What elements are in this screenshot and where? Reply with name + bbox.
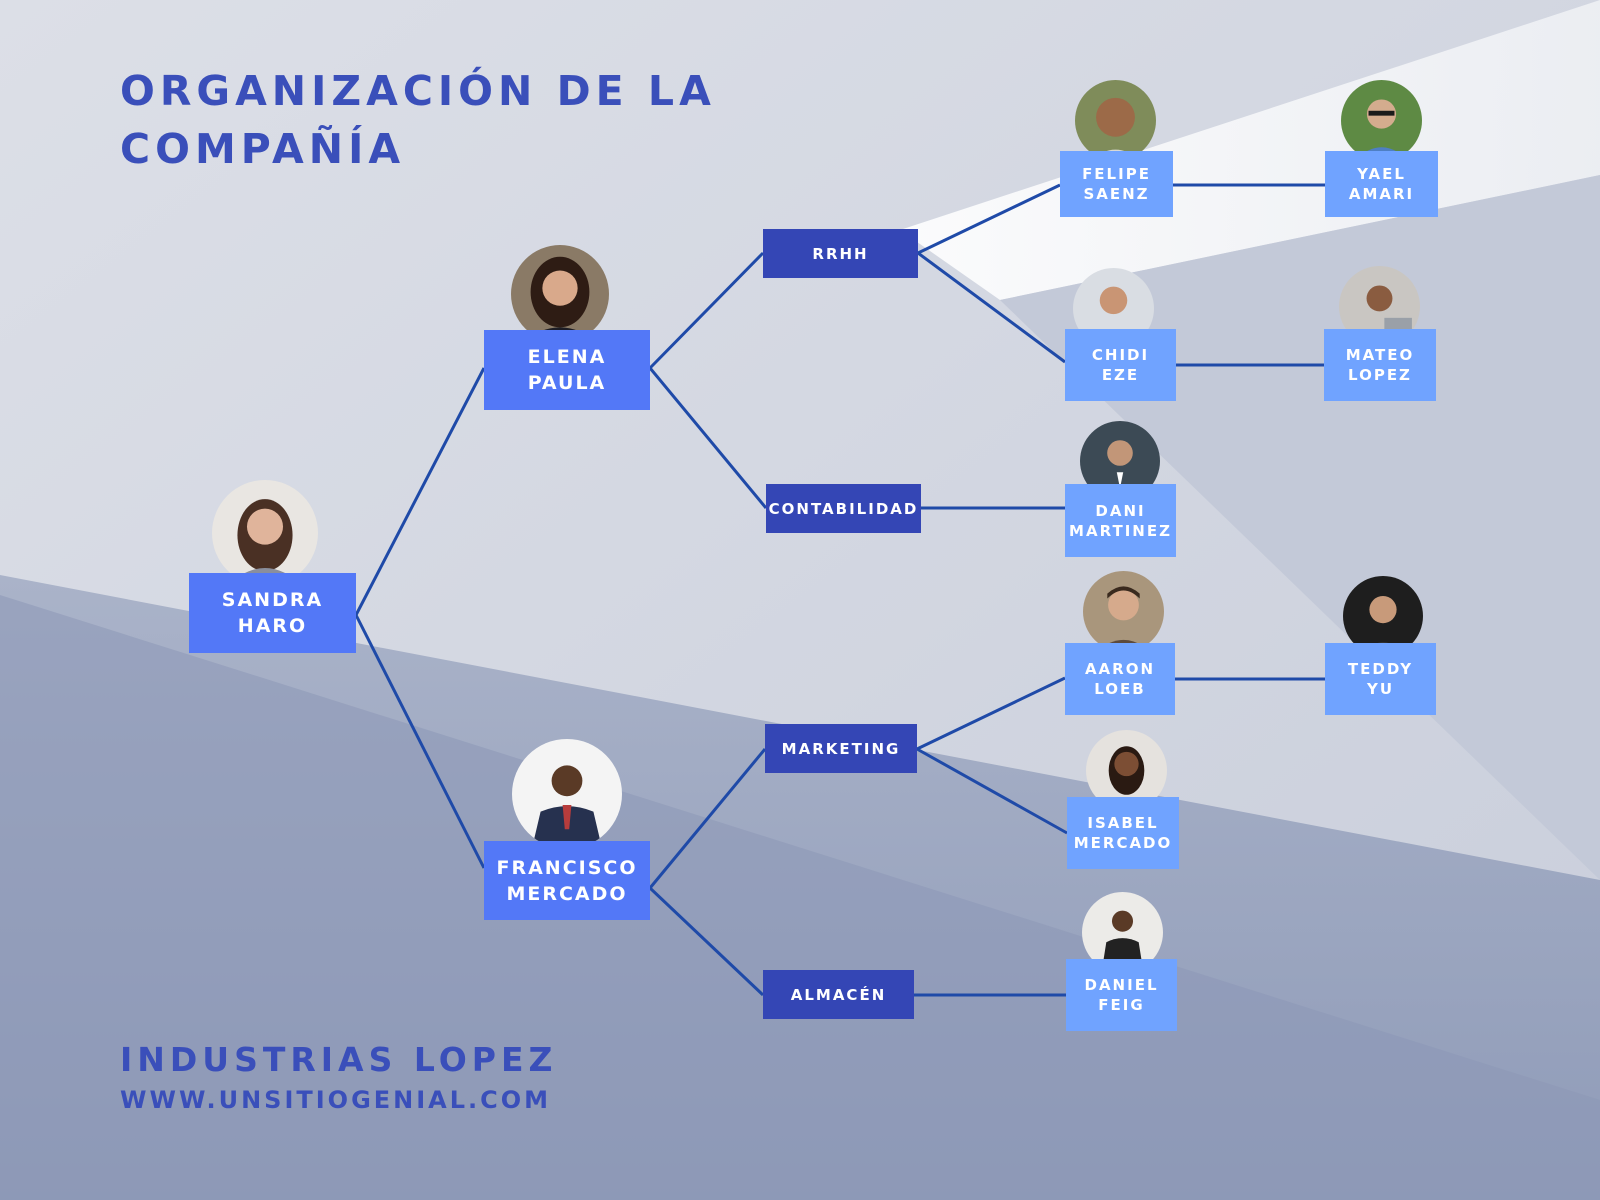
- last-name: SAENZ: [1083, 185, 1150, 203]
- link-sandra-francisco: [354, 614, 486, 869]
- link-francisco-marketing: [648, 748, 767, 889]
- last-name: HARO: [237, 615, 308, 637]
- first-name: DANI: [1095, 501, 1146, 520]
- last-name: EZE: [1101, 366, 1140, 384]
- first-name: YAEL: [1357, 165, 1406, 183]
- node-felipe-saenz[interactable]: FELIPE SAENZ: [1060, 151, 1173, 217]
- dept-marketing[interactable]: MARKETING: [765, 724, 917, 773]
- node-isabel-mercado[interactable]: ISABEL MERCADO: [1067, 797, 1179, 869]
- link-marketing-aaron: [916, 676, 1066, 751]
- first-name: SANDRA: [221, 589, 324, 611]
- avatar-francisco-mercado: [512, 739, 622, 849]
- link-marketing-isabel: [916, 747, 1068, 835]
- first-name: MATEO: [1345, 346, 1415, 364]
- node-elena-paula[interactable]: ELENA PAULA: [484, 330, 650, 410]
- first-name: AARON: [1084, 660, 1156, 678]
- link-francisco-almacen: [648, 886, 765, 997]
- link-sandra-elena: [354, 367, 486, 616]
- node-dani-martinez[interactable]: DANI MARTINEZ: [1065, 484, 1176, 557]
- dept-rrhh[interactable]: RRHH: [763, 229, 918, 278]
- last-name: MERCADO: [1073, 834, 1173, 852]
- dept-contabilidad[interactable]: CONTABILIDAD: [766, 484, 921, 533]
- website-link[interactable]: WWW.UNSITIOGENIAL.COM: [120, 1086, 552, 1114]
- page-title: ORGANIZACIÓN DE LA COMPAÑÍA: [120, 62, 716, 178]
- last-name: LOEB: [1094, 680, 1146, 698]
- first-name: ELENA: [527, 346, 607, 368]
- node-mateo-lopez[interactable]: MATEO LOPEZ: [1324, 329, 1436, 401]
- link-elena-rrhh: [648, 251, 765, 370]
- node-aaron-loeb[interactable]: AARON LOEB: [1065, 643, 1175, 715]
- company-name: INDUSTRIAS LOPEZ: [120, 1040, 558, 1079]
- node-yael-amari[interactable]: YAEL AMARI: [1325, 151, 1438, 217]
- node-chidi-eze[interactable]: CHIDI EZE: [1065, 329, 1176, 401]
- avatar-sandra-haro: [212, 480, 318, 586]
- last-name: YU: [1366, 680, 1395, 698]
- avatar-felipe-saenz: [1075, 80, 1156, 161]
- first-name: TEDDY: [1347, 660, 1414, 678]
- first-name: DANIEL: [1084, 976, 1159, 994]
- dept-almacen[interactable]: ALMACÉN: [763, 970, 914, 1019]
- avatar-elena-paula: [511, 245, 609, 343]
- first-name: FRANCISCO: [496, 856, 638, 879]
- title-line-1: ORGANIZACIÓN DE LA: [120, 67, 716, 115]
- node-francisco-mercado[interactable]: FRANCISCO MERCADO: [484, 841, 650, 920]
- last-name: MARTINEZ: [1069, 521, 1172, 540]
- first-name: CHIDI: [1091, 346, 1150, 364]
- node-teddy-yu[interactable]: TEDDY YU: [1325, 643, 1436, 715]
- last-name: MERCADO: [506, 882, 628, 905]
- avatar-yael-amari: [1341, 80, 1422, 161]
- node-sandra-haro[interactable]: SANDRA HARO: [189, 573, 356, 653]
- last-name: AMARI: [1348, 185, 1415, 203]
- last-name: PAULA: [527, 372, 607, 394]
- link-rrhh-chidi: [917, 251, 1066, 364]
- last-name: LOPEZ: [1348, 366, 1412, 384]
- title-line-2: COMPAÑÍA: [120, 125, 406, 173]
- last-name: FEIG: [1098, 996, 1145, 1014]
- node-daniel-feig[interactable]: DANIEL FEIG: [1066, 959, 1177, 1031]
- avatar-aaron-loeb: [1083, 571, 1164, 652]
- link-elena-contabilidad: [648, 367, 768, 509]
- link-rrhh-felipe: [917, 183, 1061, 255]
- first-name: FELIPE: [1082, 165, 1151, 183]
- first-name: ISABEL: [1087, 814, 1159, 832]
